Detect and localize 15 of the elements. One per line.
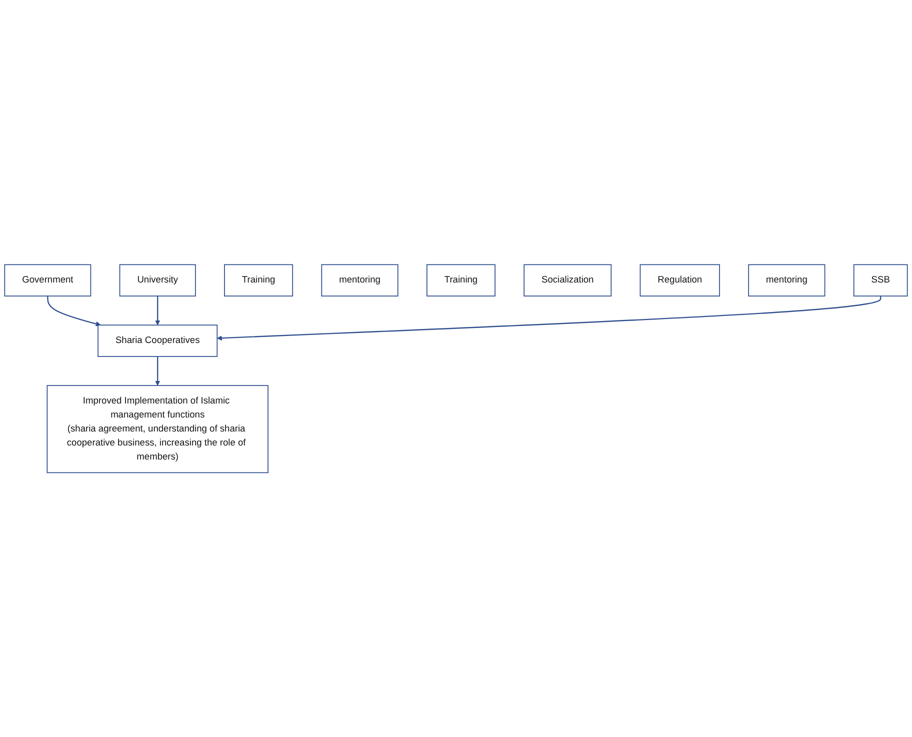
node-box: Training: [426, 264, 496, 296]
arrow: [155, 296, 160, 326]
node-box: Government: [4, 264, 92, 296]
node-box: mentoring: [321, 264, 398, 296]
node-box: University: [119, 264, 196, 296]
node-box: mentoring: [748, 264, 826, 296]
node-box: Sharia Cooperatives: [98, 324, 218, 357]
arrow: [47, 296, 101, 326]
node-box: Socialization: [524, 264, 612, 296]
arrow: [216, 296, 882, 340]
node-box: Training: [224, 264, 294, 296]
node-box: Regulation: [640, 264, 720, 296]
arrow: [155, 356, 160, 386]
node-box: SSB: [853, 264, 908, 296]
node-box: Improved Implementation of Islamic management functions (sharia agreement, understanding of sharia cooperative business, increasing the role of members): [46, 384, 268, 473]
